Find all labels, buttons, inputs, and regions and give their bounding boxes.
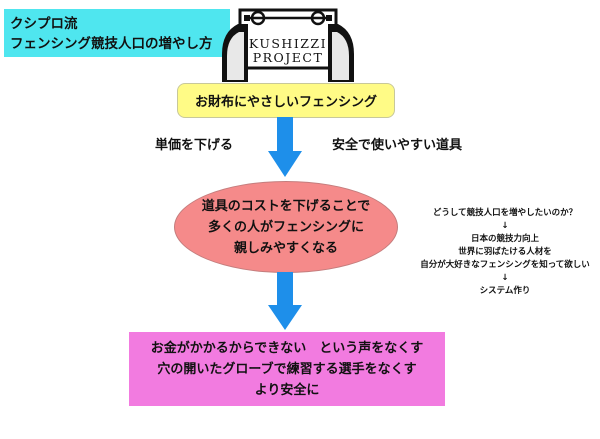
side-label-lower-price: 単価を下げる xyxy=(155,138,234,153)
notes-line-5: システム作り xyxy=(479,286,531,296)
kushizzi-project-logo: KUSHIZZI PROJECT xyxy=(218,2,358,84)
goals-line-1: お金がかかるからできない という声をなくす xyxy=(150,340,424,356)
notes-line-3: 世界に羽ばたける人材を xyxy=(458,247,552,257)
goals-line-3: より安全に xyxy=(254,382,320,398)
fencer-masks-icon xyxy=(222,8,354,82)
notes-line-4: 自分が大好きなフェンシングを知って欲しい xyxy=(420,260,590,270)
notes-arrow-2: ↓ xyxy=(501,273,509,283)
ellipse-line-1: 道具のコストを下げることで xyxy=(201,198,371,214)
goals-line-2: 穴の開いたグローブで練習する選手をなくす xyxy=(157,361,417,377)
down-arrow-icon xyxy=(268,117,302,177)
down-arrow-icon xyxy=(268,272,302,330)
logo-text-line-1: KUSHIZZI xyxy=(248,36,328,51)
crossed-foils-icon xyxy=(244,10,332,26)
title-line-1: クシプロ流 xyxy=(10,16,78,32)
side-label-safe-tools: 安全で使いやすい道具 xyxy=(332,138,463,153)
notes-arrow-1: ↓ xyxy=(501,221,509,231)
title-box: クシプロ流 フェンシング競技人口の増やし方 xyxy=(4,9,230,57)
notes-line-1: どうして競技人口を増やしたいのか？ xyxy=(432,208,578,218)
budget-fencing-text: お財布にやさしいフェンシング xyxy=(194,95,377,110)
budget-fencing-box: お財布にやさしいフェンシング xyxy=(177,83,395,118)
arrow-shape xyxy=(268,272,302,330)
motivation-notes: どうして競技人口を増やしたいのか？ ↓ 日本の競技力向上 世界に羽ばたける人材を… xyxy=(410,207,600,298)
ellipse-line-2: 多くの人がフェンシングに xyxy=(207,219,364,235)
notes-line-2: 日本の競技力向上 xyxy=(470,234,539,244)
ellipse-line-3: 親しみやすくなる xyxy=(233,240,338,256)
logo-text-line-2: PROJECT xyxy=(252,50,324,65)
arrow-shape xyxy=(268,117,302,177)
cost-reduction-ellipse: 道具のコストを下げることで 多くの人がフェンシングに 親しみやすくなる xyxy=(174,181,398,273)
goals-box: お金がかかるからできない という声をなくす 穴の開いたグローブで練習する選手をな… xyxy=(129,332,445,406)
title-line-2: フェンシング競技人口の増やし方 xyxy=(10,36,213,52)
